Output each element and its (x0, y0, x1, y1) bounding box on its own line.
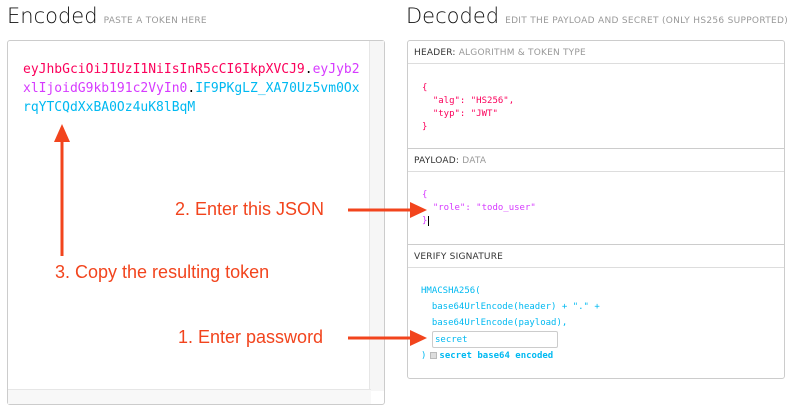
payload-section-title: PAYLOAD: DATA (408, 149, 784, 172)
annotation-step3: 3. Copy the resulting token (55, 262, 270, 282)
encoded-subtitle: PASTE A TOKEN HERE (103, 16, 207, 26)
token-dot: . (304, 62, 313, 77)
arrowhead-icon (54, 124, 70, 142)
arrowhead-icon (410, 330, 427, 346)
code-line: { (422, 190, 428, 200)
decoded-subtitle: EDIT THE PAYLOAD AND SECRET (ONLY HS256 … (505, 16, 789, 26)
token-header-part: eyJhbGciOiJIUzI1NiIsInR5cCI6IkpXVCJ9 (23, 62, 305, 77)
code-text: } (422, 216, 428, 226)
code-line: } (422, 215, 784, 228)
code-line: "role": "todo_user" (422, 203, 536, 213)
arrowhead-icon (410, 202, 427, 218)
encoded-token-textarea[interactable]: eyJhbGciOiJIUzI1NiIsInR5cCI6IkpXVCJ9.eyJ… (7, 40, 385, 405)
code-line: "alg": "HS256", (422, 96, 515, 106)
payload-label: PAYLOAD: (414, 156, 460, 166)
token-signature-part: IF9PKgLZ_XA70Uz5vm0OxrqYTCQdXxBA0Oz4uK8l… (23, 81, 360, 115)
token-payload-part: eyJyb2xlIjoidG9kb191c2VyIn0 (23, 62, 360, 96)
header-section-title: HEADER: ALGORITHM & TOKEN TYPE (408, 41, 784, 64)
code-line: HMACSHA256( (421, 286, 481, 296)
encoded-title: Encoded (7, 4, 98, 28)
annotation-step2: 2. Enter this JSON (175, 199, 325, 219)
annotation-step1: 1. Enter password (178, 327, 324, 347)
verify-section-title: VERIFY SIGNATURE (408, 245, 784, 268)
code-line: { (422, 83, 428, 93)
code-line: base64UrlEncode(header) + "." + (421, 302, 600, 312)
token-text[interactable]: eyJhbGciOiJIUzI1NiIsInR5cCI6IkpXVCJ9.eyJ… (23, 60, 363, 117)
code-line: } (422, 122, 428, 132)
vertical-scrollbar[interactable] (369, 41, 384, 391)
header-sublabel: ALGORITHM & TOKEN TYPE (458, 48, 586, 58)
secret-input[interactable] (432, 331, 558, 348)
horizontal-scrollbar[interactable] (8, 389, 371, 404)
code-line: base64UrlEncode(payload), (421, 318, 568, 328)
code-line: "typ": "JWT" (422, 109, 498, 119)
base64-checkbox[interactable] (430, 352, 438, 359)
header-json-editor[interactable]: { "alg": "HS256", "typ": "JWT"} (408, 64, 784, 149)
verify-signature-body: HMACSHA256( base64UrlEncode(header) + ".… (408, 268, 784, 364)
header-label: HEADER: (414, 48, 456, 58)
decoded-title: Decoded (406, 4, 500, 28)
verify-label: VERIFY SIGNATURE (414, 252, 504, 262)
payload-json-editor[interactable]: { "role": "todo_user"} (408, 172, 784, 245)
payload-sublabel: DATA (462, 156, 487, 166)
token-dot: . (187, 81, 196, 96)
code-line: ) (421, 351, 427, 361)
base64-checkbox-label[interactable]: secret base64 encoded (439, 351, 554, 361)
decoded-panel: HEADER: ALGORITHM & TOKEN TYPE { "alg": … (407, 40, 785, 379)
